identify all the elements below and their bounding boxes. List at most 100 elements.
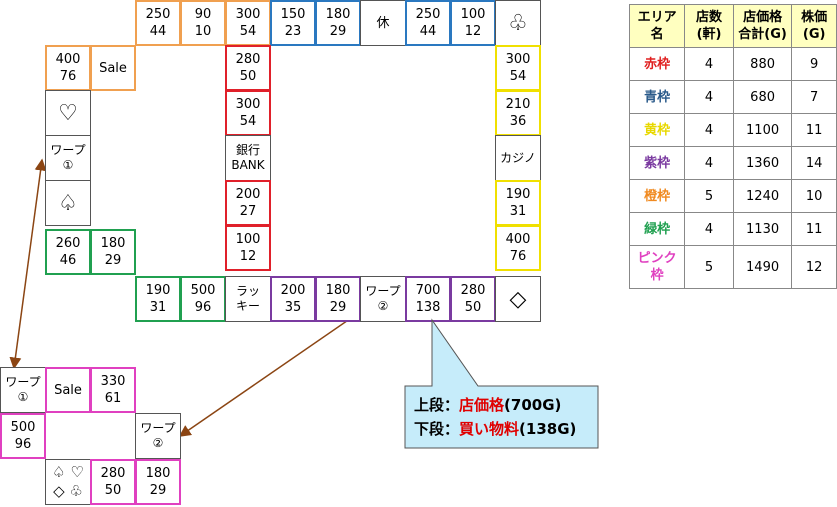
legend-cell-shops: 5 [684, 245, 734, 289]
square-line1: 210 [505, 97, 531, 112]
square-line1: 250 [145, 7, 171, 22]
legend-cell-stock: 9 [791, 47, 837, 81]
square-line1: 200 [280, 283, 306, 298]
square-line2: 29 [149, 483, 167, 498]
board-square: カジノ [495, 135, 541, 181]
square-line1: 250 [415, 7, 441, 22]
legend-cell-shops: 4 [684, 146, 734, 180]
square-line2: ① [62, 158, 74, 172]
board-square: 休 [360, 0, 406, 46]
legend-cell-total: 880 [732, 47, 793, 81]
square-line1: 190 [145, 283, 171, 298]
board-square: Sale [90, 45, 136, 91]
square-line2: 44 [419, 24, 437, 39]
square-line2: 29 [104, 253, 122, 268]
square-line1: 190 [505, 187, 531, 202]
diamond-outline-icon: ◇ [495, 276, 541, 322]
callout-line-lower: 下段：買い物料(138G) [414, 420, 577, 438]
square-line2: 61 [104, 391, 122, 406]
square-line1: 180 [325, 7, 351, 22]
legend-cell-stock: 12 [791, 245, 837, 289]
square-line2: 29 [329, 300, 347, 315]
square-line1: 280 [460, 283, 486, 298]
legend-cell-name: 赤枠 [628, 47, 686, 81]
square-line2: 54 [239, 114, 257, 129]
legend-cell-total: 1100 [732, 113, 793, 147]
legend-cell-name: 青枠 [628, 80, 686, 114]
callout-text: 上段：店価格(700G) 下段：買い物料(138G) [414, 393, 576, 441]
square-line2: ① [17, 390, 29, 404]
square-line1: ワープ [5, 375, 41, 389]
square-line1: 90 [194, 7, 212, 22]
square-line2: 50 [464, 300, 482, 315]
legend-header-stock: 株価 (G) [791, 4, 837, 48]
square-line1: 300 [235, 97, 261, 112]
legend-cell-shops: 4 [684, 113, 734, 147]
legend-cell-total: 1490 [732, 245, 793, 289]
square-line2: 10 [194, 24, 212, 39]
legend-cell-name: ピンク 枠 [628, 245, 686, 289]
legend-cell-stock: 10 [791, 179, 837, 213]
square-line2: 12 [464, 24, 482, 39]
square-line1: Sale [99, 60, 127, 76]
square-line2: 31 [149, 300, 167, 315]
legend-cell-total: 1360 [732, 146, 793, 180]
square-line2: ② [377, 299, 389, 313]
card-suits-icon: ♤ ♡◇ ♧ [45, 459, 91, 505]
club-outline-icon: ♧ [495, 0, 541, 46]
square-line2: 27 [239, 204, 257, 219]
square-line1: 400 [55, 52, 81, 67]
square-line1: 700 [415, 283, 441, 298]
square-line2: 54 [239, 24, 257, 39]
callout-line-upper: 上段：店価格(700G) [414, 396, 562, 414]
square-line1: 銀行 [235, 143, 260, 157]
legend-header-total: 店価格 合計(G) [732, 4, 793, 48]
square-line1: 300 [505, 52, 531, 67]
legend-cell-stock: 7 [791, 80, 837, 114]
square-line2: 31 [509, 204, 527, 219]
legend-cell-shops: 5 [684, 179, 734, 213]
square-line2: 29 [329, 24, 347, 39]
square-line1: Sale [54, 382, 82, 398]
square-line2: 76 [509, 249, 527, 264]
square-line2: 36 [509, 114, 527, 129]
square-line1: ♧ [508, 10, 528, 36]
square-line2: 44 [149, 24, 167, 39]
square-line2: ② [152, 436, 164, 450]
legend-cell-stock: 14 [791, 146, 837, 180]
legend-cell-total: 680 [732, 80, 793, 114]
square-line1: ワープ [50, 143, 86, 157]
legend-header-shops: 店数 (軒) [684, 4, 734, 48]
square-line2: キー [235, 299, 260, 313]
legend-header-row: エリア 名 店数 (軒) 店価格 合計(G) 株価 (G) [628, 4, 837, 48]
square-line2: 54 [509, 69, 527, 84]
square-line2: 50 [104, 483, 122, 498]
legend-cell-stock: 11 [791, 113, 837, 147]
legend-cell-shops: 4 [684, 47, 734, 81]
square-line1: 300 [235, 7, 261, 22]
legend-cell-total: 1130 [732, 212, 793, 246]
legend-cell-name: 紫枠 [628, 146, 686, 180]
square-line1: 260 [55, 236, 81, 251]
square-line1: 200 [235, 187, 261, 202]
square-line1: 500 [10, 420, 36, 435]
square-line1: 330 [100, 374, 126, 389]
square-line1: ♡ [58, 100, 78, 126]
square-line2: BANK [231, 158, 265, 172]
